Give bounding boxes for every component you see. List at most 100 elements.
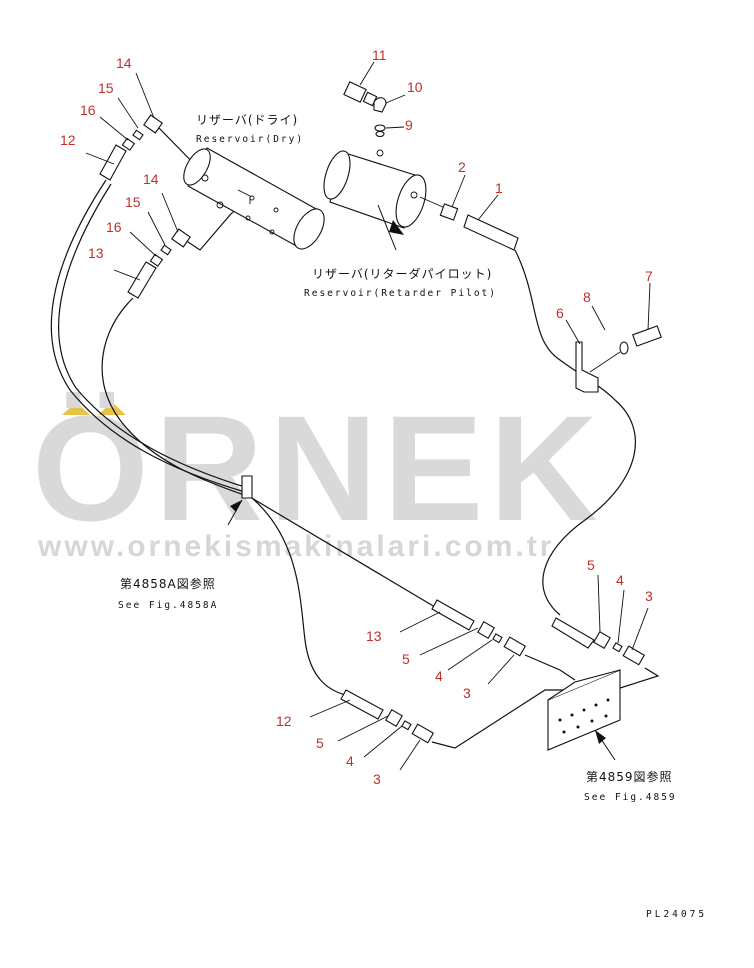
ref-4859-label-jp: 第4859図参照 [586, 769, 673, 784]
reservoir-dry-bracket [237, 189, 251, 204]
sleeve-4c [401, 720, 412, 731]
callout-number: 4 [435, 668, 443, 684]
callout-number: 6 [556, 305, 564, 321]
leader-6 [565, 319, 581, 345]
nut-5c [385, 709, 403, 727]
reservoir-retarder-end-left [323, 150, 351, 200]
watermark-url: www.ornekismakinalari.com.tr [37, 530, 554, 563]
valve-block-hole-1 [558, 718, 562, 722]
reservoir-retarder-outlet [419, 196, 446, 209]
leader-1 [477, 194, 499, 221]
leader-5b [419, 627, 479, 656]
callout-number: 3 [645, 588, 653, 604]
callout-numbers: 14 15 16 12 14 15 16 13 11 10 9 2 1 7 8 … [60, 47, 653, 787]
valve-block-hole-3 [582, 708, 586, 712]
elbow-14-lower [171, 228, 191, 248]
center-clamp-plate [241, 475, 253, 499]
callout-number: 3 [463, 685, 471, 701]
dry-upper-fittings [99, 114, 191, 299]
callout-number: 15 [98, 80, 114, 96]
hose-end-13-upper [127, 261, 157, 299]
retarder-arrow-line [377, 204, 397, 251]
leader-14a [135, 72, 155, 119]
reservoir-retarder [323, 149, 446, 229]
callout-number: 5 [587, 557, 595, 573]
hose-1 [514, 249, 637, 616]
ref-4858a-label-en: See Fig.4858A [118, 600, 218, 611]
leader-7 [647, 282, 651, 331]
valve-block-hole-9 [604, 714, 608, 718]
reservoir-dry-port-1 [201, 174, 209, 182]
callout-number: 9 [405, 117, 413, 133]
sleeve-16-upper [121, 137, 136, 151]
washer-8 [619, 341, 629, 355]
callout-number: 4 [616, 572, 624, 588]
leader-lines [85, 61, 651, 771]
leader-13b [399, 611, 441, 633]
leader-3b [487, 654, 515, 685]
callout-number: 14 [116, 55, 132, 71]
watermark-accent-left [62, 402, 90, 415]
valve-block-hole-5 [606, 698, 610, 702]
valve-block-top [547, 669, 621, 701]
tube-3-b [619, 667, 660, 689]
reservoir-dry-port-4 [269, 229, 275, 235]
fitting-group-c [340, 689, 435, 744]
leader-3c [399, 739, 421, 771]
fitting-group-b [431, 599, 527, 657]
leader-16a [99, 116, 129, 141]
leader-2 [451, 174, 466, 208]
hose-end-12b [340, 689, 384, 720]
leader-16b [129, 231, 157, 257]
sleeve-4a [612, 642, 623, 653]
valve-block [547, 669, 621, 761]
hose-13-lower [249, 496, 441, 611]
reservoir-dry-label-jp: リザーバ(ドライ) [196, 113, 298, 127]
hose-end-12-upper [99, 144, 127, 181]
callout-number: 7 [645, 268, 653, 284]
leader-12b [309, 699, 351, 718]
clamp-6 [575, 341, 599, 393]
retarder-arrow [377, 204, 404, 251]
callout-number: 4 [346, 753, 354, 769]
drawing-code: PL24075 [646, 909, 707, 920]
nut-15-lower [160, 244, 172, 256]
valve-block-hole-4 [594, 703, 598, 707]
elbow-14-upper [143, 114, 163, 134]
leader-4c [363, 725, 403, 758]
reservoir-retarder-label-jp: リザーバ(リターダパイロット) [312, 266, 492, 281]
center-clamp-arrow-head [230, 500, 242, 512]
reservoir-dry-label-en: Reservoir(Dry) [196, 134, 304, 145]
leader-11 [359, 61, 375, 86]
watermark-brand: ÖRNEK [32, 384, 604, 552]
washer-9-b [375, 130, 385, 138]
ref-4858a-label: 第4858A図参照 See Fig.4858A [118, 576, 218, 611]
connector-3c [411, 723, 435, 744]
reservoir-dry [183, 147, 325, 250]
hose-12-upper [50, 179, 246, 493]
valve-block-arrow-head [595, 730, 606, 744]
callout-number: 5 [402, 651, 410, 667]
nut-5b [477, 621, 495, 639]
valve-block-hole-6 [562, 730, 566, 734]
hose-13-upper [101, 297, 251, 498]
callout-number: 1 [495, 180, 503, 196]
reservoir-retarder-end-right [395, 174, 427, 228]
leader-12a [85, 152, 115, 165]
fitting-group-a [551, 617, 646, 666]
washer-9 [374, 124, 386, 132]
hose-12-upper-b [58, 183, 249, 489]
leader-15b [147, 211, 166, 246]
tube-14-b [184, 204, 241, 251]
leader-3a [631, 607, 649, 651]
reservoir-retarder-port [410, 191, 418, 199]
hose-end-1 [463, 214, 519, 251]
connector-3a [622, 645, 646, 666]
elbow-10 [373, 97, 387, 113]
callout-number: 16 [106, 219, 122, 235]
leader-8 [591, 305, 606, 331]
hose-end-13b [431, 599, 475, 631]
leader-5c [337, 715, 389, 742]
ref-4859-label-en: See Fig.4859 [584, 792, 677, 803]
